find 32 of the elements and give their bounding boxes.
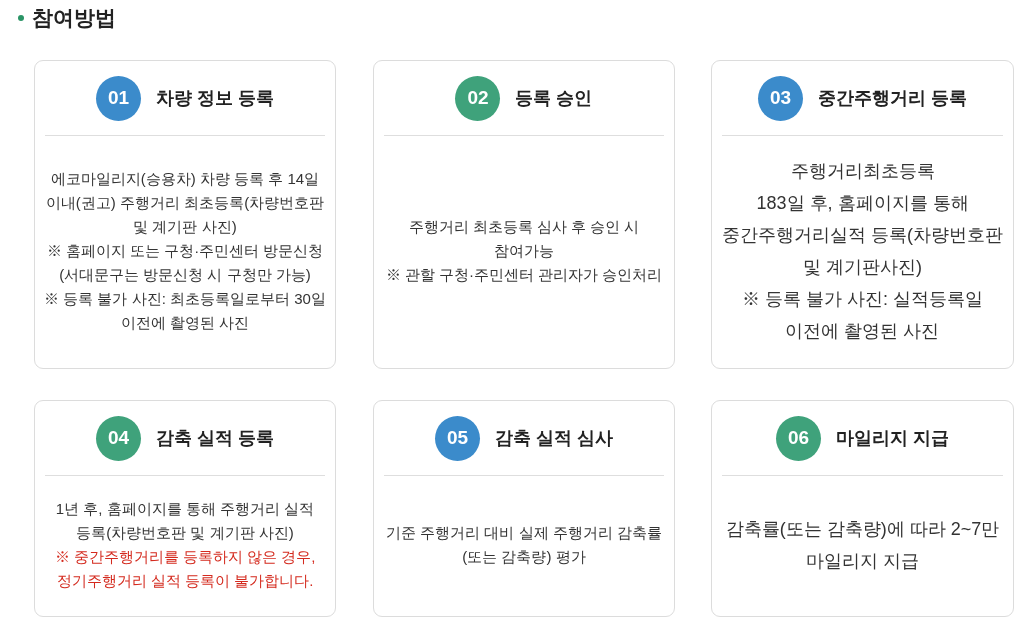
step-title: 감축 실적 심사	[495, 427, 613, 450]
description-text: 1년 후, 홈페이지를 통해 주행거리 실적 등록(차량번호판 및 계기판 사진)	[54, 498, 316, 543]
description-text: 에코마일리지(승용차) 차량 등록 후 14일 이내(권고) 주행거리 최초등록(차량번호판 및 계기판 사진)	[44, 168, 326, 237]
step-number-circle: 03	[758, 75, 803, 121]
description-text: 기준 주행거리 대비 실제 주행거리 감축률 (또는 감축량) 평가	[385, 522, 663, 567]
step-title: 마일리지 지급	[836, 427, 949, 450]
description-text: 중간주행거리실적 등록(차량번호판 및 계기판사진)	[721, 223, 1004, 279]
step-card	[711, 60, 1014, 369]
step-card	[34, 400, 336, 617]
description-text: ※ 중간주행거리를 등록하지 않은 경우, 정기주행거리 실적 등록이 불가합니다.	[53, 546, 317, 591]
description-text: ※ 등록 불가 사진: 최초등록일로부터 30일 이전에 촬영된 사진	[43, 288, 327, 333]
description-text: ※ 등록 불가 사진: 실적등록일 이전에 촬영된 사진	[741, 287, 984, 343]
step-number-circle: 01	[96, 75, 141, 121]
step-number-circle: 05	[435, 415, 480, 461]
step-number-circle: 02	[455, 75, 501, 121]
description-text: ※ 홈페이지 또는 구청·주민센터 방문신청 (서대문구는 방문신청 시 구청만 가능)	[45, 240, 325, 285]
step-card	[34, 60, 336, 369]
step-card	[373, 60, 675, 369]
step-title: 중간주행거리 등록	[818, 87, 967, 110]
step-title: 감축 실적 등록	[156, 427, 274, 450]
step-title: 차량 정보 등록	[156, 87, 274, 110]
description-text: 183일 후, 홈페이지를 통해	[756, 191, 969, 215]
description-text: 감축률(또는 감축량)에 따라 2~7만 마일리지 지급	[724, 517, 1001, 573]
step-number-circle: 06	[776, 415, 821, 461]
step-card	[373, 400, 675, 617]
step-number-circle: 04	[96, 415, 141, 461]
description-text: 주행거리 최초등록 심사 후 승인 시 참여가능	[407, 216, 641, 261]
section-heading: 참여방법	[32, 5, 116, 31]
description-text: 주행거리최초등록	[790, 159, 935, 183]
description-text: ※ 관할 구청·주민센터 관리자가 승인처리	[385, 264, 663, 285]
step-card	[711, 400, 1014, 617]
step-title: 등록 승인	[515, 87, 593, 110]
